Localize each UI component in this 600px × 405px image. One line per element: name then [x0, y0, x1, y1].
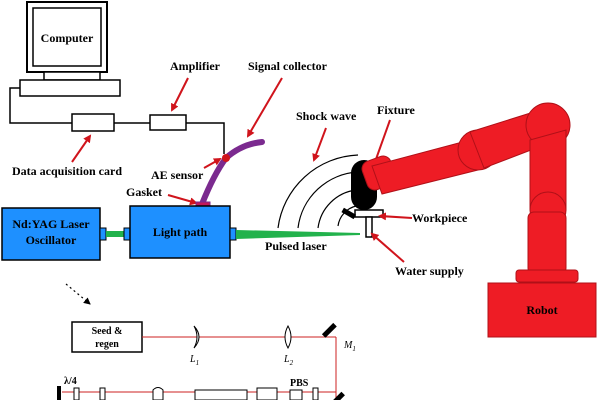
- workpiece-stem: [365, 216, 373, 238]
- pulsed-laser-label: Pulsed laser: [265, 239, 327, 253]
- amplifier-box: [149, 114, 187, 131]
- lens-l1-label: L1: [189, 354, 199, 367]
- signal-collector-label: Signal collector: [248, 59, 328, 73]
- optic-element-1: [73, 387, 80, 401]
- water-nozzle-icon: [341, 207, 357, 220]
- light-path-label: Light path: [153, 225, 208, 239]
- optic-element-2: [99, 387, 106, 401]
- signal-collector-arrow: [246, 77, 283, 138]
- amplifier-label: Amplifier: [170, 59, 221, 73]
- signal-collector-cable: [199, 139, 265, 207]
- optic-element-5: [312, 387, 319, 401]
- data-acquisition-card-box: [71, 113, 115, 132]
- lens-l2-label: L2: [283, 354, 294, 367]
- oscillator-port: [99, 227, 107, 241]
- wire-computer-daq: [9, 87, 72, 124]
- lens-l1-icon: [193, 325, 200, 349]
- laser-beam-segment-1: [106, 231, 125, 237]
- daq-arrow: [71, 134, 92, 163]
- ae-sensor-icon: [222, 154, 230, 162]
- robot-arm: [361, 102, 579, 283]
- fixture-label: Fixture: [377, 103, 415, 117]
- amplifier-rod: [194, 389, 248, 401]
- laser-oscillator-box: [1, 207, 101, 261]
- light-path-box: [129, 205, 231, 259]
- shock-wave-label: Shock wave: [296, 109, 357, 123]
- gasket-label: Gasket: [126, 185, 162, 199]
- mirror-m1-icon: [321, 322, 337, 338]
- shock-wave-arcs: [277, 154, 359, 229]
- computer-label: Computer: [41, 31, 94, 45]
- water-supply-label: Water supply: [395, 264, 464, 278]
- shock-wave-arrow: [312, 127, 327, 162]
- laser-oscillator-label-line2: Oscillator: [26, 233, 77, 247]
- light-path-port-in: [123, 227, 131, 241]
- gasket-arrow: [167, 194, 198, 206]
- seed-regen-box: [71, 321, 143, 353]
- lens-l2-icon: [284, 324, 292, 350]
- seed-label-line1: Seed &: [92, 326, 123, 337]
- computer-icon: [19, 1, 121, 97]
- wire-amplifier-sensor: [186, 122, 225, 154]
- light-path-port-out: [229, 227, 237, 241]
- pbs-cube: [289, 389, 303, 401]
- mirror-bottom-icon: [332, 391, 345, 404]
- pbs-label: PBS: [290, 378, 309, 389]
- pulsed-laser-beam: [236, 230, 360, 239]
- lambda-quarter-plate: [57, 386, 61, 400]
- water-supply-arrow: [370, 232, 405, 263]
- amplifier-arrow: [171, 77, 189, 112]
- mirror-m1-label: M1: [343, 340, 356, 353]
- workpiece-label: Workpiece: [412, 211, 468, 225]
- optic-element-4: [256, 387, 278, 401]
- seed-label-line2: regen: [95, 339, 119, 350]
- robot-label: Robot: [526, 303, 557, 317]
- ae-sensor-label: AE sensor: [151, 168, 204, 182]
- workpiece-arrow: [378, 212, 413, 221]
- ae-sensor-arrow: [203, 158, 222, 169]
- optic-element-3: [152, 387, 164, 401]
- laser-oscillator-label-line1: Nd:YAG Laser: [12, 217, 90, 231]
- workpiece-plate: [354, 209, 384, 218]
- lambda4-label: λ/4: [64, 376, 77, 387]
- detail-arrow: [65, 283, 91, 305]
- data-acquisition-card-label: Data acquisition card: [12, 164, 122, 178]
- robot-base: [487, 282, 597, 338]
